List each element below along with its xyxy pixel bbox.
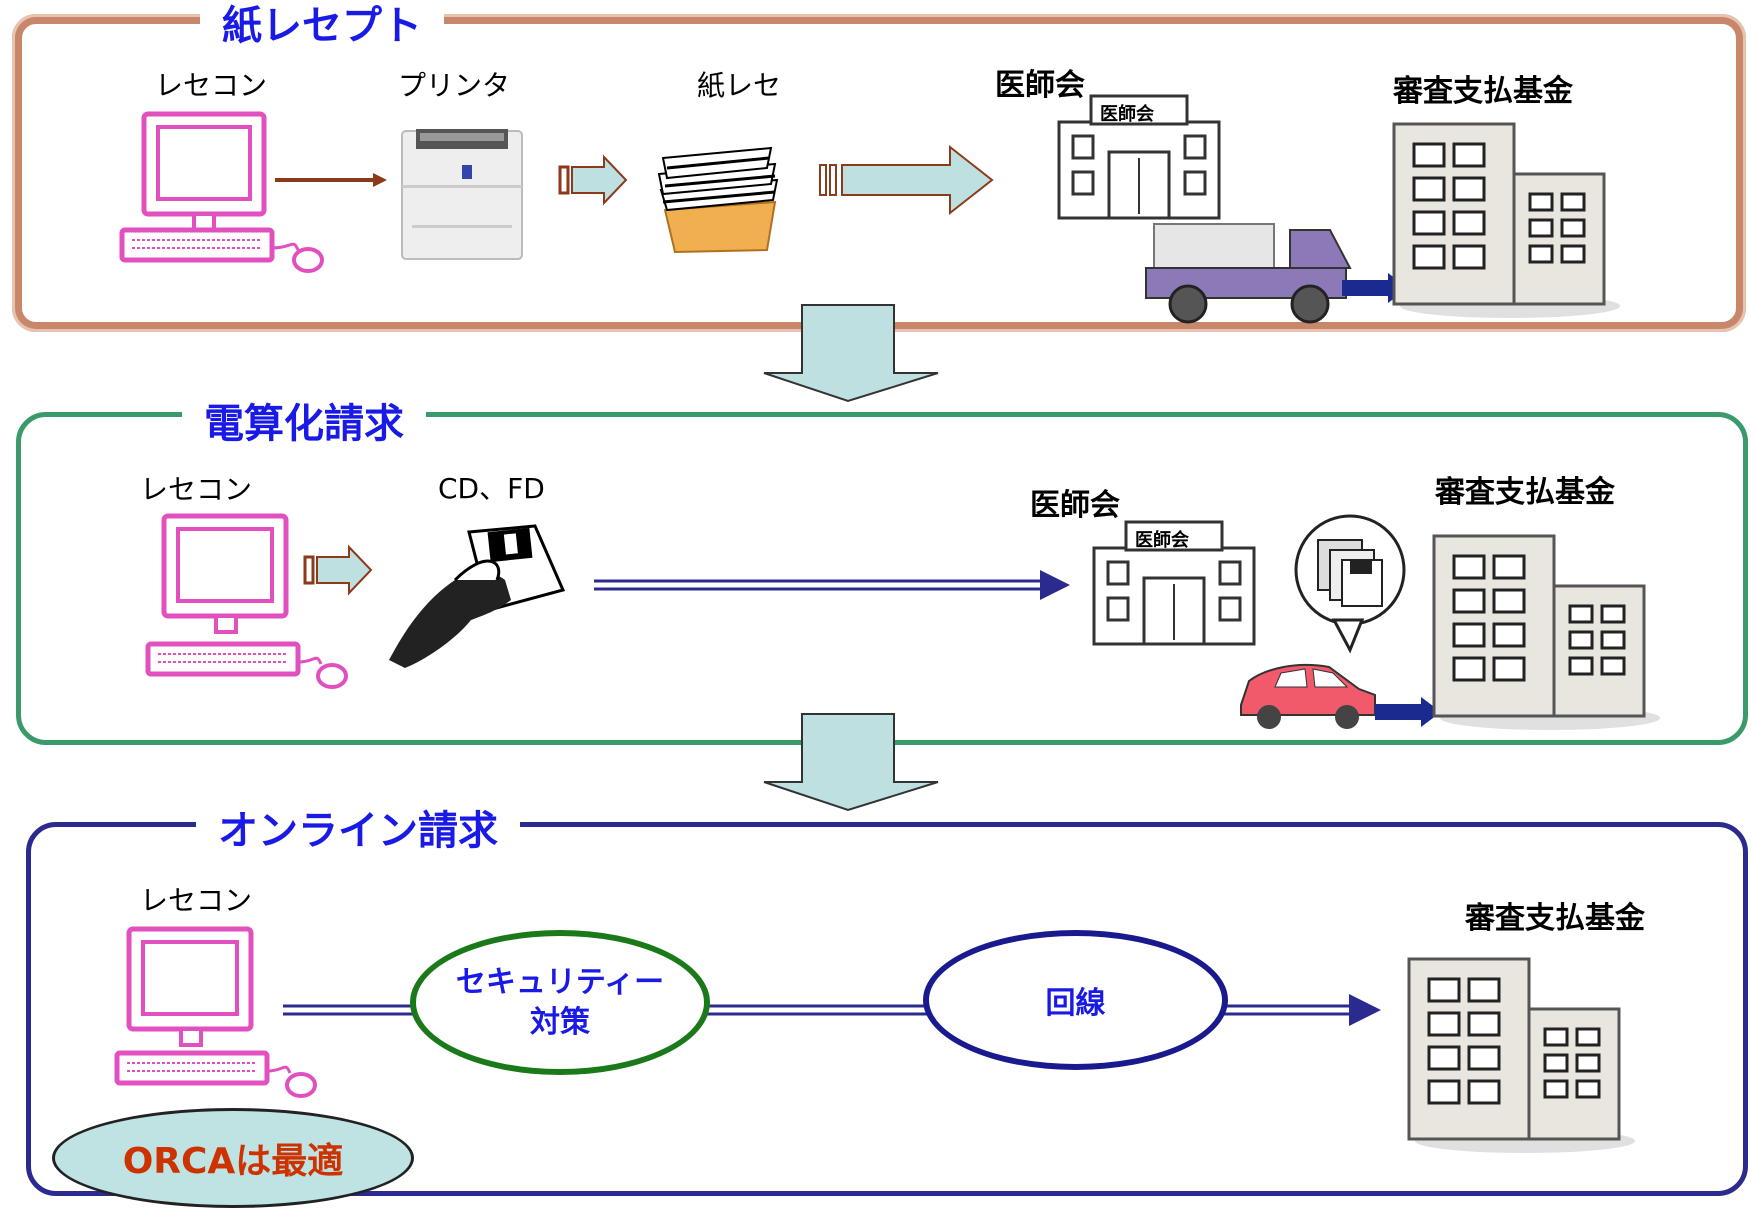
arrow-icon bbox=[303, 544, 373, 596]
online-rececon-label: レセコン bbox=[140, 884, 253, 917]
line-label: 回線 bbox=[1045, 986, 1106, 1021]
electronic-rececon-label: レセコン bbox=[140, 473, 253, 506]
printer-icon bbox=[401, 129, 523, 260]
arrow-icon bbox=[275, 173, 387, 187]
security-oval: セキュリティー 対策 bbox=[410, 930, 710, 1075]
paper-stack-icon bbox=[657, 146, 779, 254]
arrow-icon bbox=[819, 144, 994, 216]
security-label-line2: 対策 bbox=[530, 1004, 590, 1040]
computer-icon bbox=[119, 111, 324, 273]
line-oval: 回線 bbox=[923, 930, 1228, 1070]
truck-icon bbox=[1145, 223, 1352, 324]
orca-badge-label: ORCAは最適 bbox=[122, 1141, 344, 1182]
down-arrow-icon bbox=[763, 713, 939, 812]
online-section bbox=[26, 822, 1748, 1196]
paper-section-title: 紙レセプト bbox=[200, 2, 444, 50]
arrow-icon bbox=[558, 154, 628, 206]
paper-ishikai-label: 医師会 bbox=[995, 68, 1085, 103]
arrow-icon bbox=[1375, 697, 1441, 727]
shinsa-building-icon bbox=[1432, 534, 1660, 730]
electronic-section-title: 電算化請求 bbox=[182, 400, 426, 448]
down-arrow-icon bbox=[763, 304, 939, 403]
paper-rececon-label: レセコン bbox=[155, 69, 268, 102]
paper-rece-label: 紙レセ bbox=[697, 69, 782, 102]
shinsa-building-icon bbox=[1392, 122, 1620, 318]
ishikai-sign-label: 医師会 bbox=[1135, 530, 1189, 551]
speech-bubble-icon bbox=[1294, 514, 1406, 654]
floppy-hand-icon bbox=[389, 524, 566, 668]
electronic-shinsa-label: 審査支払基金 bbox=[1435, 475, 1615, 510]
computer-icon bbox=[114, 926, 317, 1098]
security-label-line1: セキュリティー bbox=[455, 964, 665, 1000]
electronic-ishikai-label: 医師会 bbox=[1030, 488, 1120, 523]
electronic-media-label: CD、FD bbox=[438, 472, 545, 505]
computer-icon bbox=[145, 513, 348, 689]
orca-badge: ORCAは最適 bbox=[52, 1108, 414, 1208]
online-shinsa-label: 審査支払基金 bbox=[1465, 901, 1645, 936]
car-icon bbox=[1240, 664, 1376, 729]
arrow-icon bbox=[594, 570, 1070, 600]
paper-shinsa-label: 審査支払基金 bbox=[1393, 74, 1573, 109]
paper-printer-label: プリンタ bbox=[398, 69, 511, 102]
ishikai-building-icon bbox=[1057, 94, 1221, 220]
ishikai-building-icon bbox=[1092, 520, 1256, 646]
shinsa-building-icon bbox=[1407, 957, 1635, 1153]
ishikai-sign-label: 医師会 bbox=[1100, 104, 1154, 125]
online-section-title: オンライン請求 bbox=[196, 807, 520, 855]
